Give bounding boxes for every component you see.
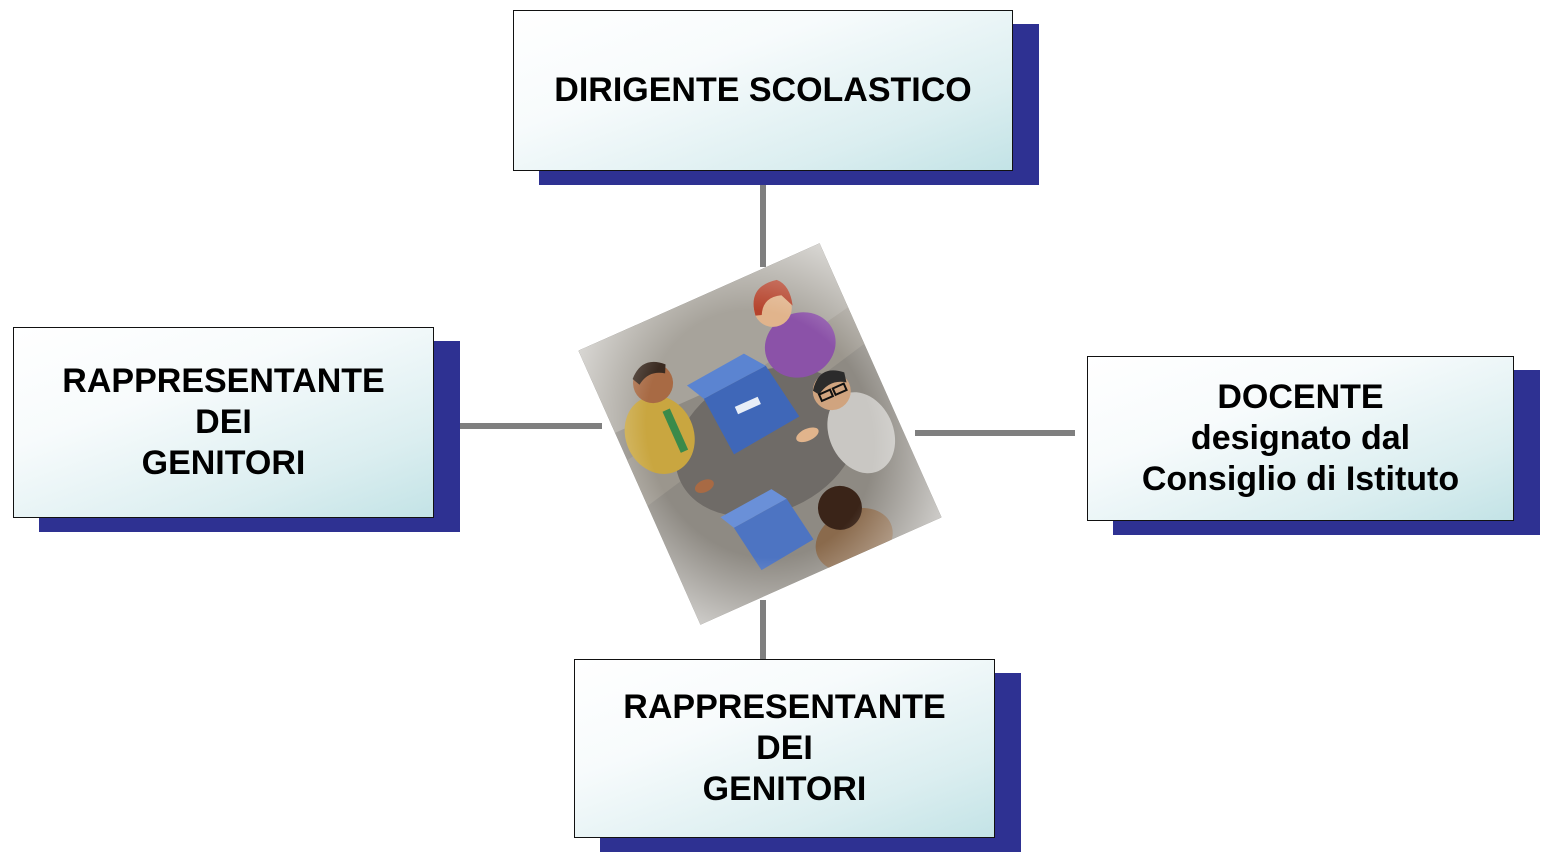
connector-top bbox=[760, 185, 766, 267]
connector-bottom bbox=[760, 600, 766, 662]
connector-left bbox=[460, 423, 602, 429]
left-box-line-2: DEI bbox=[195, 403, 252, 441]
bottom-box: RAPPRESENTANTE DEI GENITORI bbox=[574, 659, 1021, 852]
meeting-illustration bbox=[578, 243, 942, 625]
left-box: RAPPRESENTANTE DEI GENITORI bbox=[13, 327, 460, 532]
top-box-panel: DIRIGENTE SCOLASTICO bbox=[513, 10, 1013, 171]
top-box: DIRIGENTE SCOLASTICO bbox=[513, 10, 1039, 185]
bottom-box-line-1: RAPPRESENTANTE bbox=[623, 688, 946, 726]
left-box-line-3: GENITORI bbox=[141, 444, 306, 482]
right-box-line-3: Consiglio di Istituto bbox=[1141, 460, 1460, 498]
left-box-panel: RAPPRESENTANTE DEI GENITORI bbox=[13, 327, 434, 518]
connector-right bbox=[915, 430, 1075, 436]
left-box-line-1: RAPPRESENTANTE bbox=[62, 362, 385, 400]
right-box: DOCENTE designato dal Consiglio di Istit… bbox=[1087, 356, 1540, 535]
right-box-panel: DOCENTE designato dal Consiglio di Istit… bbox=[1087, 356, 1514, 521]
top-box-line-1: DIRIGENTE SCOLASTICO bbox=[554, 71, 972, 109]
right-box-line-1: DOCENTE bbox=[1217, 378, 1384, 416]
bottom-box-line-2: DEI bbox=[756, 729, 813, 767]
meeting-illustration-art bbox=[578, 243, 942, 625]
bottom-box-line-3: GENITORI bbox=[702, 770, 867, 808]
bottom-box-panel: RAPPRESENTANTE DEI GENITORI bbox=[574, 659, 995, 838]
right-box-line-2: designato dal bbox=[1190, 419, 1411, 457]
